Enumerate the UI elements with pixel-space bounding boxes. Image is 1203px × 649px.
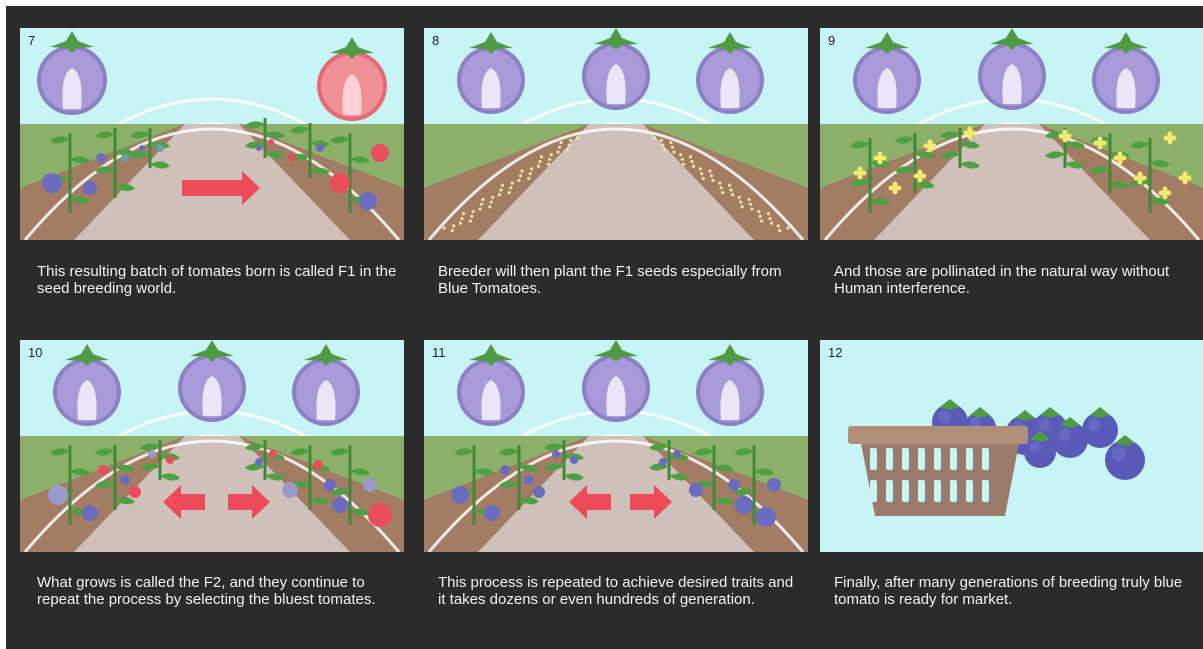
panel-11-caption: This process is repeated to achieve desi…	[438, 574, 798, 608]
storyboard: 7 This resulting batch of tomates born i…	[6, 6, 1203, 649]
greenhouse-scene	[424, 28, 808, 240]
greenhouse-scene	[20, 28, 404, 240]
panel-8-caption: Breeder will then plant the F1 seeds esp…	[438, 263, 798, 297]
greenhouse-scene	[820, 28, 1203, 240]
panel-number: 9	[828, 33, 835, 48]
panel-10-illustration: 10	[20, 340, 404, 552]
panel-7-illustration: 7	[20, 28, 404, 240]
panel-number: 8	[432, 33, 439, 48]
greenhouse-scene	[424, 340, 808, 552]
greenhouse-scene	[20, 340, 404, 552]
panel-8-illustration: 8	[424, 28, 808, 240]
panel-number: 7	[28, 33, 35, 48]
panel-11-illustration: 11	[424, 340, 808, 552]
panel-9-caption: And those are pollinated in the natural …	[834, 263, 1194, 297]
panel-12-caption: Finally, after many generations of breed…	[834, 574, 1194, 608]
basket-icon	[848, 426, 1028, 516]
panel-number: 12	[828, 345, 842, 360]
panel-9-illustration: 9	[820, 28, 1203, 240]
panel-10-caption: What grows is called the F2, and they co…	[37, 574, 397, 608]
panel-7-caption: This resulting batch of tomates born is …	[37, 263, 397, 297]
panel-number: 11	[432, 345, 446, 360]
panel-number: 10	[28, 345, 42, 360]
panel-12-illustration: 12	[820, 340, 1203, 552]
market-scene	[820, 340, 1203, 552]
